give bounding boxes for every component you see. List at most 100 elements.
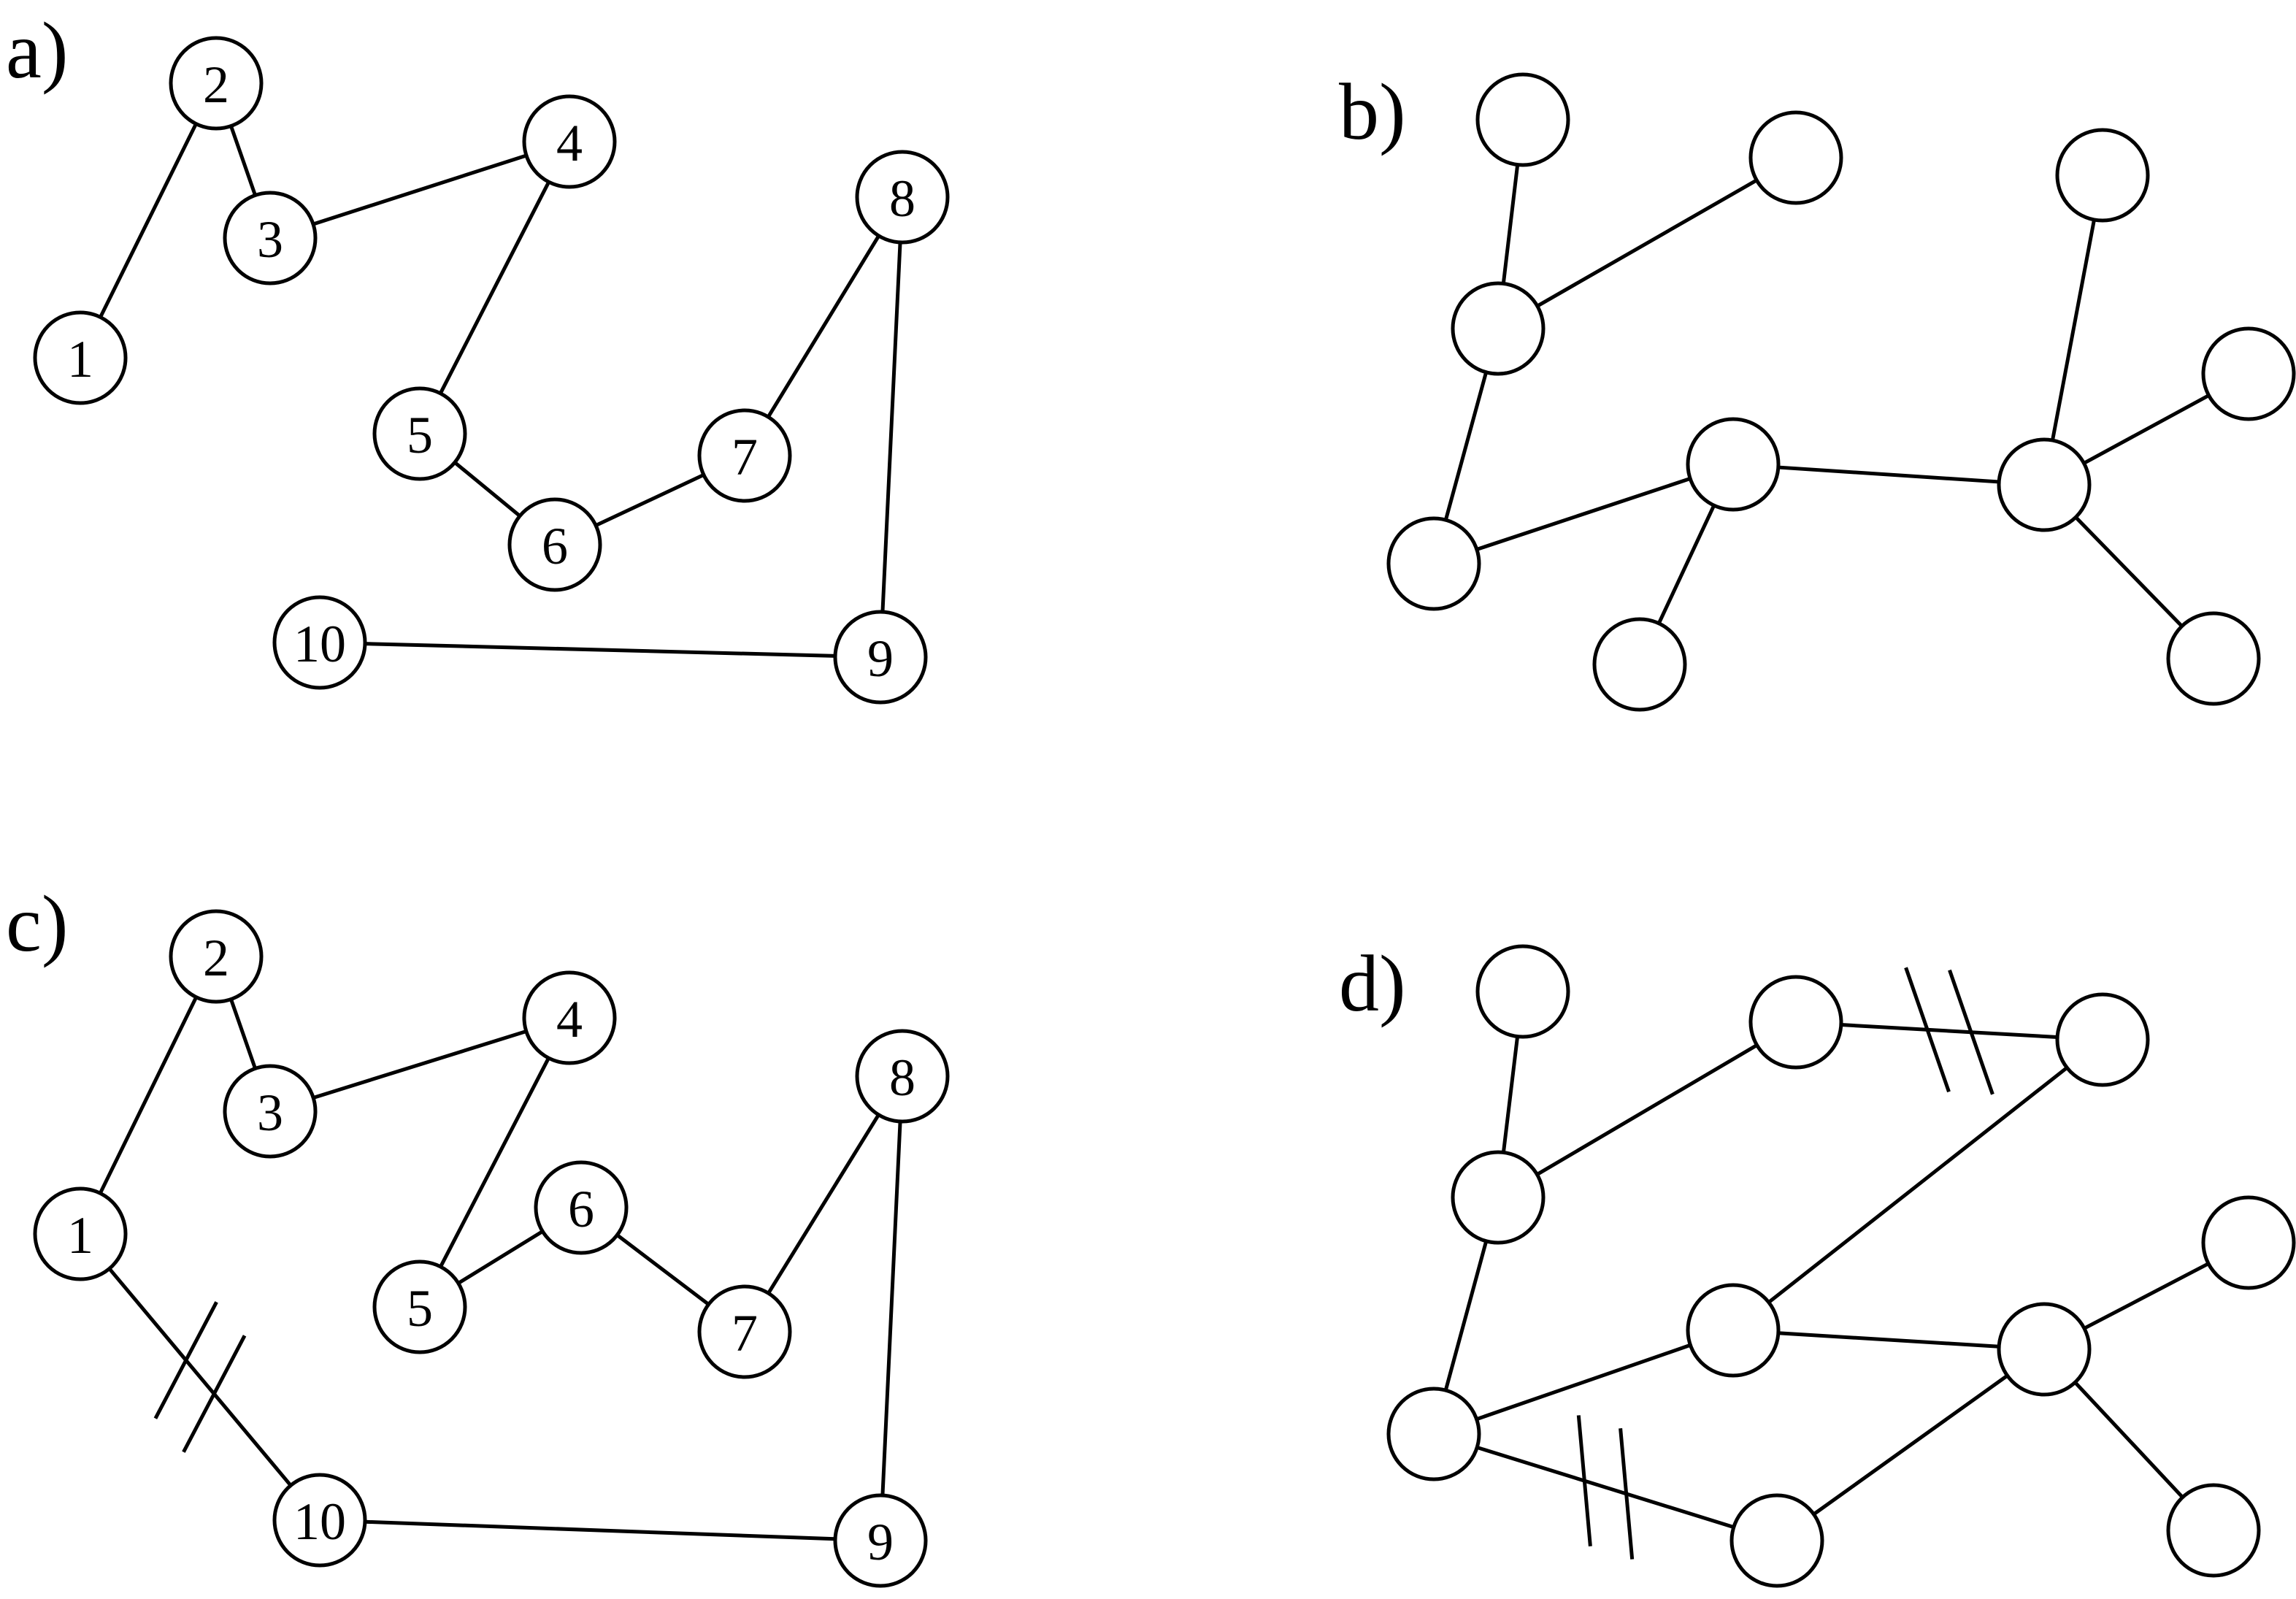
- node-d1: [1475, 944, 1570, 1039]
- edge-a7-a8: [767, 234, 880, 418]
- node-circle-a2: [169, 36, 264, 131]
- node-b8: [2055, 128, 2150, 223]
- node-circle-d8: [1729, 1493, 1824, 1588]
- cut-edge-c1-c10: [107, 1267, 293, 1487]
- edge-a2-a3: [229, 125, 257, 196]
- edge-b3-b5: [1476, 477, 1691, 551]
- edges-layer: [99, 123, 2210, 1560]
- node-label-c1: 1: [67, 1206, 93, 1265]
- node-label-c6: 6: [568, 1180, 594, 1238]
- node-circle-a1: [33, 310, 128, 405]
- panel-label-d: d): [1339, 939, 1406, 1028]
- node-circle-a5: [372, 386, 467, 481]
- node-circle-d5: [1686, 1283, 1781, 1378]
- node-circle-c2: [169, 909, 264, 1004]
- node-circle-d9: [2201, 1195, 2296, 1290]
- edge-c4-c5: [439, 1057, 550, 1268]
- node-label-a8: 8: [889, 169, 915, 228]
- edge-b5-b6: [1656, 505, 1716, 624]
- cut-mark-d3-d8-0: [1576, 1415, 1592, 1546]
- node-circle-d7: [1997, 1302, 2092, 1397]
- node-c3: 3: [223, 1064, 318, 1159]
- node-circle-a6: [507, 497, 602, 592]
- edge-a9-a10: [364, 642, 836, 658]
- edge-d1-d2: [1501, 1036, 1520, 1153]
- node-d10: [2166, 1483, 2261, 1578]
- edge-b1-b2: [1501, 164, 1520, 284]
- node-circle-c8: [855, 1029, 950, 1124]
- node-circle-b10: [2166, 611, 2261, 706]
- node-c4: 4: [522, 970, 617, 1065]
- edge-c2-c3: [229, 998, 257, 1070]
- node-circle-c4: [522, 970, 617, 1065]
- node-a6: 6: [507, 497, 602, 592]
- node-circle-b3: [1386, 516, 1481, 611]
- node-circle-b4: [1748, 110, 1843, 205]
- node-b4: [1748, 110, 1843, 205]
- cut-mark-d4-d6-1: [1948, 969, 1994, 1095]
- node-circle-a9: [833, 610, 928, 705]
- node-a5: 5: [372, 386, 467, 481]
- node-circle-d4: [1748, 975, 1843, 1070]
- node-circle-d1: [1475, 944, 1570, 1039]
- node-circle-a10: [272, 595, 367, 690]
- edge-a1-a2: [99, 123, 198, 318]
- node-circle-b8: [2055, 128, 2150, 223]
- node-c5: 5: [372, 1259, 467, 1354]
- edge-c6-c7: [615, 1233, 710, 1306]
- node-c8: 8: [855, 1029, 950, 1124]
- node-d2: [1451, 1150, 1546, 1245]
- node-d3: [1386, 1387, 1481, 1481]
- node-c2: 2: [169, 909, 264, 1004]
- panel-label-b: b): [1339, 67, 1406, 156]
- node-circle-c3: [223, 1064, 318, 1159]
- node-circle-a7: [697, 408, 792, 503]
- node-circle-b2: [1451, 281, 1546, 376]
- node-c1: 1: [33, 1186, 128, 1281]
- edge-a8-a9: [880, 242, 902, 613]
- node-label-c5: 5: [407, 1279, 433, 1338]
- node-b6: [1592, 617, 1687, 712]
- node-label-a10: 10: [293, 615, 346, 673]
- edge-c1-c2: [99, 996, 198, 1195]
- node-b3: [1386, 516, 1481, 611]
- edge-c9-c10: [364, 1519, 836, 1541]
- edge-b5-b7: [1778, 465, 2000, 484]
- node-c6: 6: [534, 1160, 629, 1255]
- edge-b7-b8: [2051, 219, 2096, 441]
- edge-c7-c8: [767, 1113, 880, 1295]
- node-b1: [1475, 72, 1570, 167]
- edge-d5-d7: [1778, 1331, 2000, 1349]
- node-a1: 1: [33, 310, 128, 405]
- node-circle-d3: [1386, 1387, 1481, 1481]
- node-circle-d6: [2055, 992, 2150, 1087]
- node-label-a1: 1: [67, 330, 93, 388]
- edge-d3-d5: [1475, 1343, 1692, 1422]
- node-a10: 10: [272, 595, 367, 690]
- node-circle-c9: [833, 1493, 928, 1588]
- edge-b2-b4: [1536, 178, 1758, 308]
- edge-b2-b3: [1443, 372, 1489, 521]
- node-label-c3: 3: [257, 1084, 283, 1142]
- node-d5: [1686, 1283, 1781, 1378]
- node-circle-b9: [2201, 326, 2296, 421]
- node-d4: [1748, 975, 1843, 1070]
- cut-mark-d4-d6-0: [1904, 967, 1951, 1093]
- node-circle-b7: [1997, 437, 2092, 532]
- node-label-a7: 7: [732, 428, 758, 486]
- cut-mark-c1-c10-1: [182, 1335, 247, 1453]
- node-c7: 7: [697, 1284, 792, 1379]
- node-d9: [2201, 1195, 2296, 1290]
- node-label-c10: 10: [293, 1492, 346, 1551]
- node-circle-c6: [534, 1160, 629, 1255]
- node-label-a5: 5: [407, 406, 433, 464]
- panel-labels-layer: a)b)c)d): [6, 6, 1406, 1028]
- edge-d7-d8: [1812, 1374, 2009, 1516]
- edge-d5-d6: [1767, 1066, 2068, 1304]
- node-a7: 7: [697, 408, 792, 503]
- cut-edge-d4-d6: [1840, 1023, 2058, 1039]
- node-c9: 9: [833, 1493, 928, 1588]
- edge-d2-d3: [1443, 1241, 1489, 1391]
